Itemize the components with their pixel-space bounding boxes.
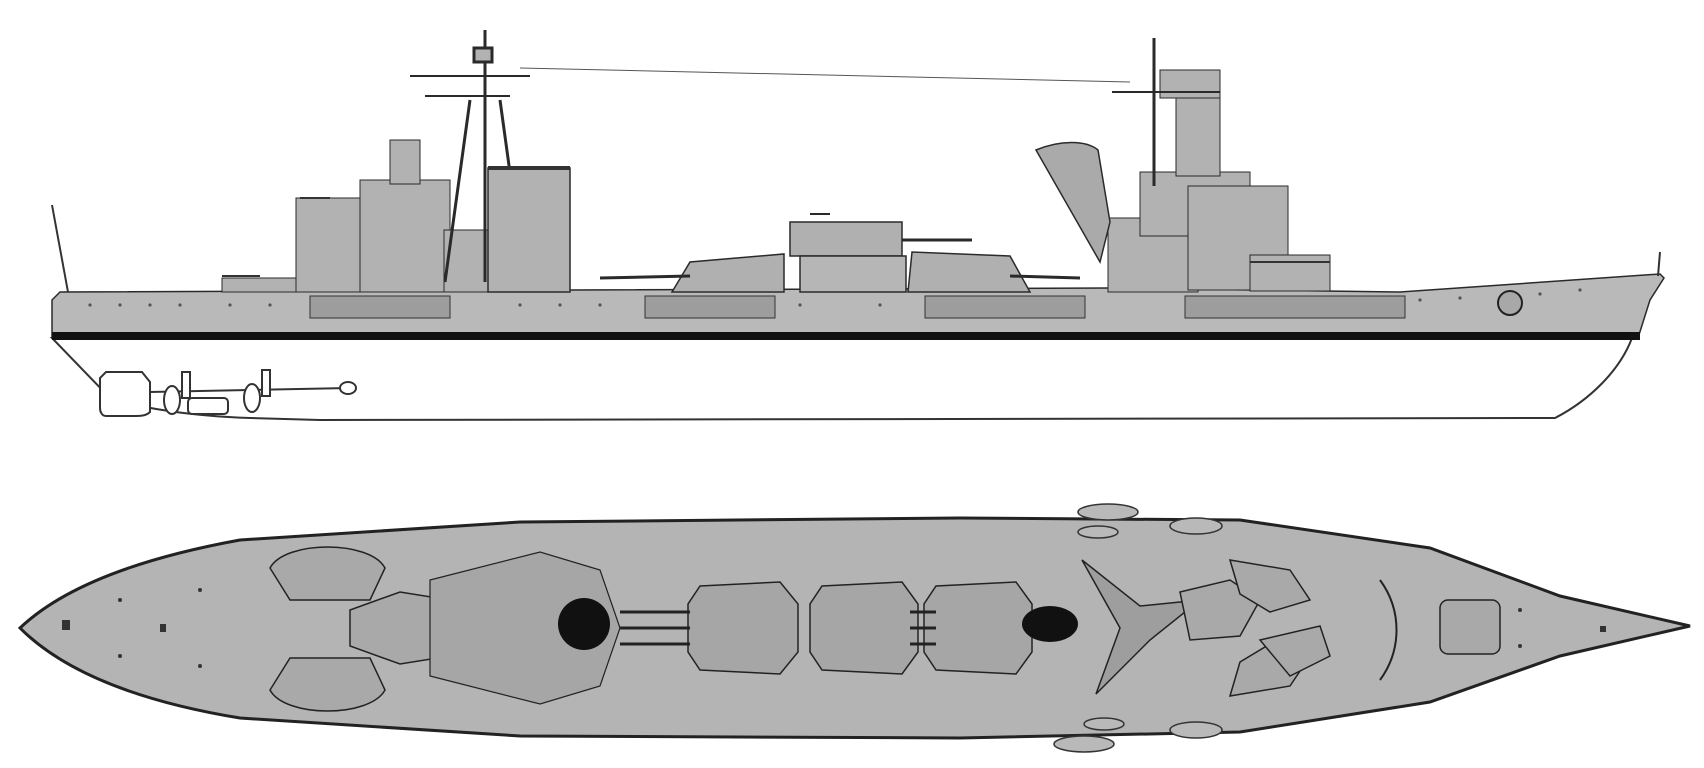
turret-c-plan: [923, 581, 1033, 675]
forward-superstructure: [1107, 69, 1331, 293]
foremast-top: [1022, 606, 1078, 642]
propeller-aft: [163, 385, 181, 415]
foremast: [1112, 38, 1220, 186]
turret-a-plan: [687, 581, 799, 675]
aft-superstructure-plan: [429, 551, 621, 705]
boats: [1053, 503, 1223, 753]
casemates: [309, 295, 1406, 319]
turret-barrels-plan: [620, 610, 936, 646]
fwd-secondary-mounts: [1179, 559, 1331, 697]
jackstaff: [1657, 251, 1661, 277]
propeller-fwd: [243, 383, 261, 413]
boat-4: [1169, 721, 1223, 739]
top-plan-view: [17, 503, 1691, 753]
bow-anchor-emblem: [1497, 290, 1523, 316]
turret-b-plan: [809, 581, 919, 675]
breakwater: [1379, 579, 1398, 681]
turret-c-side: [907, 251, 1081, 293]
boat-2: [1169, 517, 1223, 535]
aft-secondary-mounts: [269, 546, 461, 712]
deck-fittings: [62, 588, 1606, 668]
aerial-wire: [519, 67, 1131, 83]
funnel-cap: [488, 166, 570, 170]
side-profile-view: [49, 30, 1665, 422]
stern-flagstaff: [51, 204, 69, 293]
underwater-hull: [49, 337, 1634, 422]
forecastle-mount: [1439, 599, 1501, 655]
funnel: [487, 167, 571, 293]
rudder: [99, 371, 151, 417]
main-turrets-plan: [687, 581, 1033, 675]
aft-secondary-guns: [222, 197, 330, 277]
catapult-plan: [1081, 559, 1203, 695]
propeller-shafts: [149, 369, 357, 415]
turret-b-side: [789, 213, 972, 293]
boot-topping: [52, 332, 1640, 340]
funnel-top: [558, 598, 610, 650]
boat-5: [1077, 525, 1119, 539]
boat-6: [1083, 717, 1125, 731]
turret-a-side: [599, 253, 785, 293]
boat-3: [1053, 735, 1115, 753]
catapult-boom: [1034, 141, 1111, 264]
boat-1: [1077, 503, 1139, 521]
